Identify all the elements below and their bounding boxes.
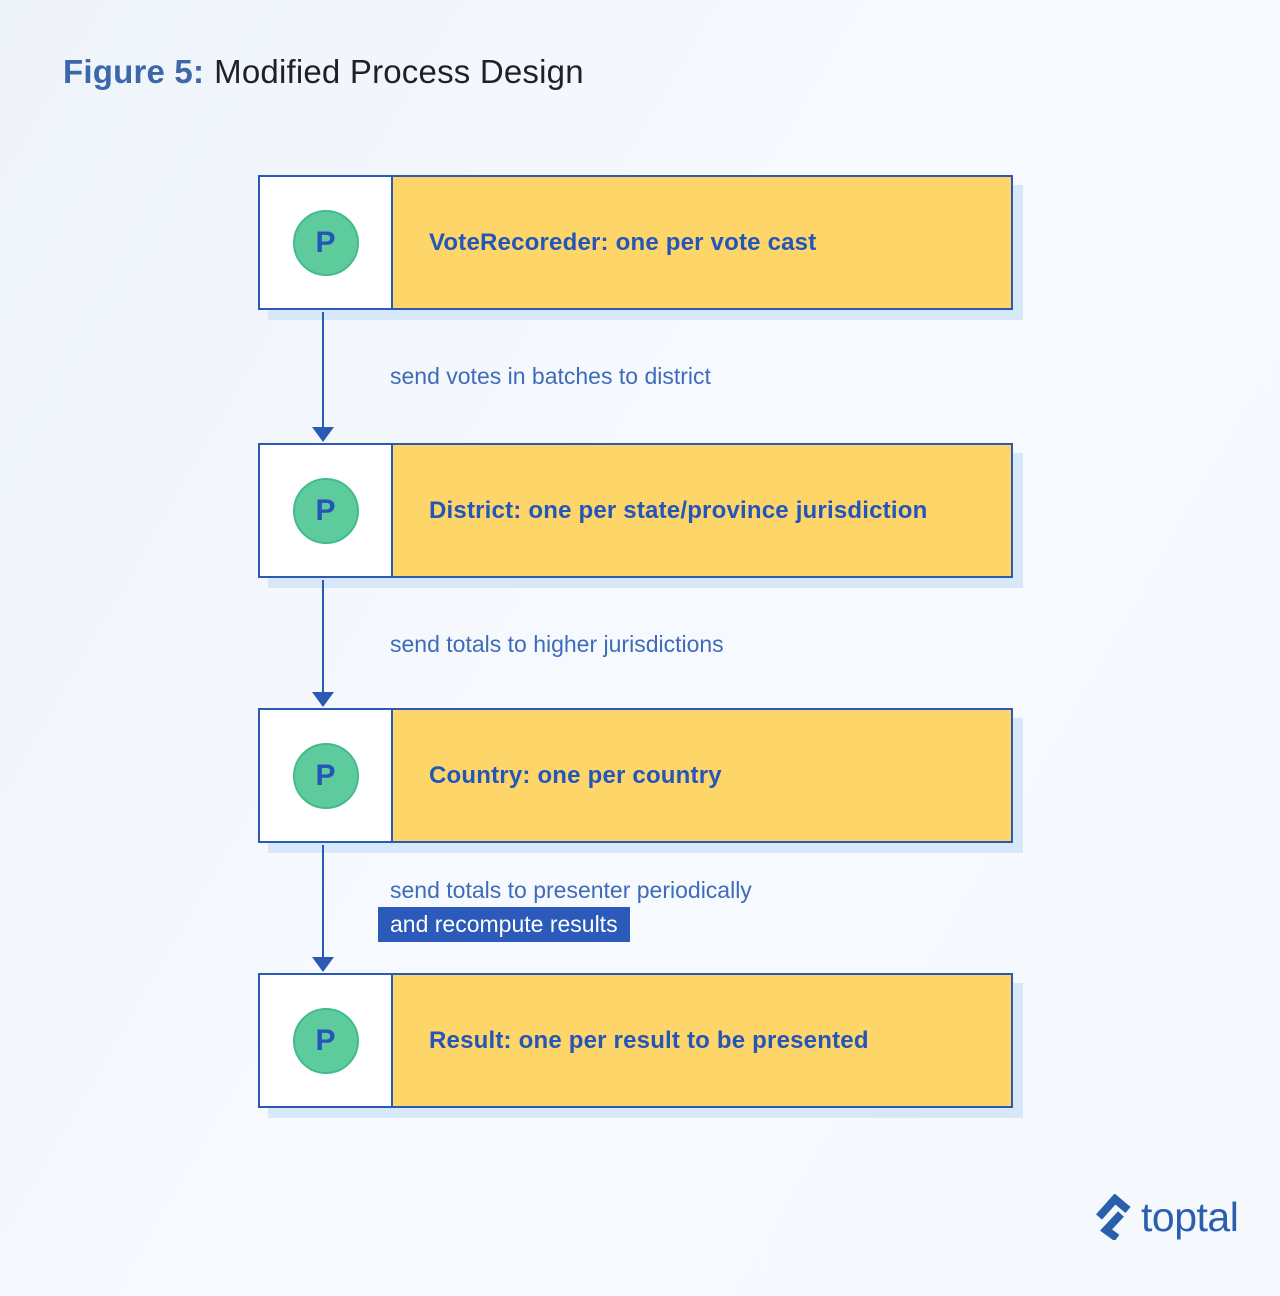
process-p-letter: P	[315, 758, 336, 792]
process-p-icon: P	[292, 477, 359, 544]
node-body: VoteRecoreder: one per vote cast	[393, 177, 1011, 308]
edge-label-highlighted: and recompute results	[378, 907, 630, 942]
toptal-wordmark: toptal	[1141, 1194, 1239, 1240]
process-p-icon: P	[292, 209, 359, 276]
node-body: District: one per state/province jurisdi…	[393, 445, 1011, 576]
figure-title-text: Modified Process Design	[214, 53, 584, 90]
node-body: Result: one per result to be presented	[393, 975, 1011, 1106]
process-node-country: P Country: one per country	[258, 708, 1013, 843]
node-label: Result: one per result to be presented	[429, 1026, 869, 1054]
process-p-letter: P	[315, 1023, 336, 1057]
process-node-result: P Result: one per result to be presented	[258, 973, 1013, 1108]
process-badge-cell: P	[260, 445, 393, 576]
figure-title-prefix: Figure 5:	[63, 53, 205, 90]
process-p-letter: P	[315, 493, 336, 527]
toptal-logo: toptal	[1096, 1194, 1239, 1240]
process-badge-cell: P	[260, 975, 393, 1106]
node-body: Country: one per country	[393, 710, 1011, 841]
flow-arrow-down-icon	[312, 580, 334, 707]
process-p-icon: P	[292, 742, 359, 809]
edge-label: send totals to higher jurisdictions	[390, 631, 724, 657]
process-node-district: P District: one per state/province juris…	[258, 443, 1013, 578]
node-label: Country: one per country	[429, 761, 722, 789]
process-badge-cell: P	[260, 177, 393, 308]
process-p-letter: P	[315, 225, 336, 259]
process-p-icon: P	[292, 1007, 359, 1074]
process-node-voterecorder: P VoteRecoreder: one per vote cast	[258, 175, 1013, 310]
figure-title: Figure 5:Modified Process Design	[63, 52, 584, 92]
node-label: District: one per state/province jurisdi…	[429, 496, 928, 524]
toptal-chevron-icon	[1096, 1194, 1131, 1240]
edge-label: send votes in batches to district	[390, 363, 711, 389]
process-badge-cell: P	[260, 710, 393, 841]
flow-arrow-down-icon	[312, 312, 334, 442]
node-label: VoteRecoreder: one per vote cast	[429, 228, 817, 256]
edge-label: send totals to presenter periodically	[390, 877, 752, 903]
flow-arrow-down-icon	[312, 845, 334, 972]
